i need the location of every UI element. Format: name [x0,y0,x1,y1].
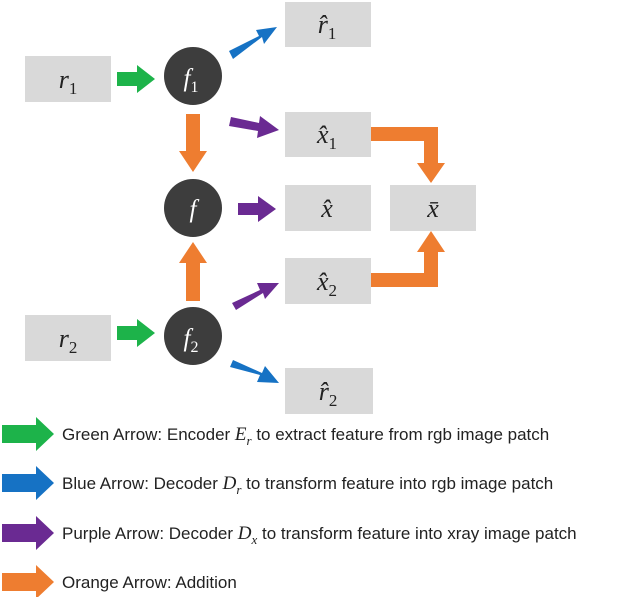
node-f1-label: f1 [184,65,199,96]
box-x1-hat-label: x̂1 [316,120,337,153]
box-r1: r1 [25,56,111,102]
green-arrow-icon [2,417,54,451]
box-r2-label: r2 [59,324,78,357]
legend-item-green: Green Arrow: Encoder Er to extract featu… [2,417,549,451]
purple-arrow-icon [232,283,279,310]
box-x1-hat: x̂1 [285,112,371,157]
node-f-circle [164,179,222,237]
legend-blue-text: Blue Arrow: Decoder Dr to transform feat… [62,473,553,497]
purple-arrow-icon [2,516,54,550]
blue-arrow-icon [2,466,54,500]
orange-arrow-icon [179,114,207,172]
box-x-hat: x̂ [285,185,371,231]
legend-item-blue: Blue Arrow: Decoder Dr to transform feat… [2,466,553,500]
node-f2-label: f2 [184,325,199,356]
box-r1-hat-rect [285,2,371,47]
box-r1-hat-label: r̂1 [318,10,337,43]
box-x-bar: x̄ [390,185,476,231]
box-x-hat-rect [285,185,371,231]
orange-arrow-icon [2,565,54,597]
blue-arrow-icon [230,360,279,383]
orange-arrow-icon [371,231,445,287]
legend-green-text: Green Arrow: Encoder Er to extract featu… [62,424,549,448]
node-f2: f2 [164,307,222,365]
box-r1-label: r1 [59,65,78,98]
blue-arrow-icon [229,27,277,59]
box-r2-hat: r̂2 [285,368,373,414]
box-r1-hat: r̂1 [285,2,371,47]
box-x1-hat-rect [285,112,371,157]
legend-item-orange: Orange Arrow: Addition [2,565,237,597]
purple-arrow-icon [238,196,276,222]
box-x2-hat-label: x̂2 [316,267,337,300]
box-x-bar-label: x̄ [426,194,439,223]
box-r2-hat-label: r̂2 [319,377,338,410]
box-x-hat-label: x̂ [320,194,333,223]
node-f: f [164,179,222,237]
orange-arrow-icon [371,127,445,183]
legend-purple-text: Purple Arrow: Decoder Dx to transform fe… [62,523,577,547]
box-x2-hat-rect [285,258,371,304]
box-r2-rect [25,315,111,361]
node-f1: f1 [164,47,222,105]
green-arrow-icon [117,65,155,93]
box-x-bar-rect [390,185,476,231]
green-arrow-icon [117,319,155,347]
node-f2-circle [164,307,222,365]
node-f1-circle [164,47,222,105]
legend: Green Arrow: Encoder Er to extract featu… [2,417,577,597]
purple-arrow-icon [229,116,279,138]
orange-arrow-icon [179,242,207,301]
box-r2: r2 [25,315,111,361]
box-x2-hat: x̂2 [285,258,371,304]
box-r2-hat-rect [285,368,373,414]
legend-orange-text: Orange Arrow: Addition [62,573,237,592]
node-f-label: f [190,196,200,223]
legend-item-purple: Purple Arrow: Decoder Dx to transform fe… [2,516,577,550]
box-r1-rect [25,56,111,102]
